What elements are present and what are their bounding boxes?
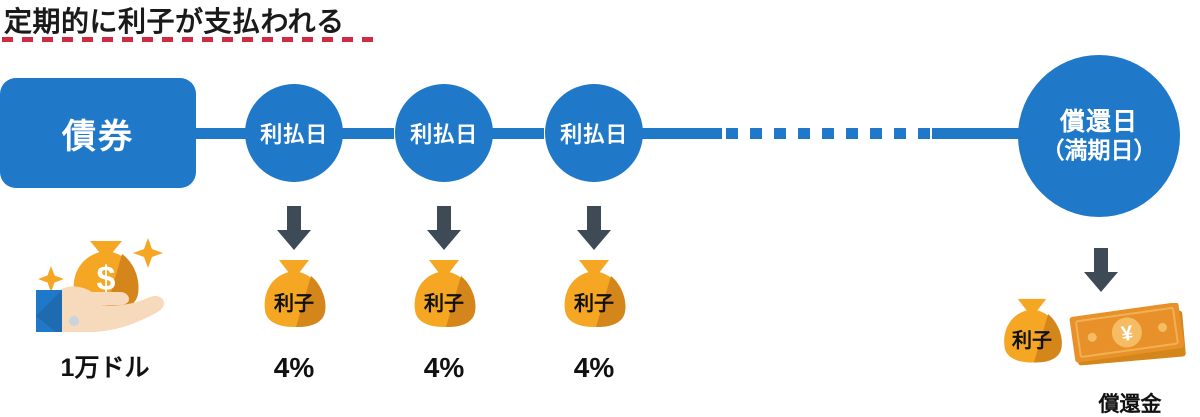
svg-text:$: $ xyxy=(97,260,116,298)
connector-dash-to-maturity xyxy=(932,128,1028,139)
coupon-date-label-2: 利払日 xyxy=(410,122,478,147)
down-arrow-icon-3 xyxy=(575,206,613,250)
interest-bag-label-2: 利子 xyxy=(424,293,464,315)
coupon-date-node-3: 利払日 xyxy=(545,84,643,182)
down-arrow-icon-2 xyxy=(425,206,463,250)
down-arrow-icon-1 xyxy=(275,206,313,250)
coupon-rate-2: 4% xyxy=(423,352,465,383)
down-arrow-icon-maturity xyxy=(1082,248,1120,292)
banknote-stack-icon: ¥ xyxy=(1068,302,1192,369)
bond-node: 債券 xyxy=(0,78,196,188)
title-underline-dashed xyxy=(2,37,380,42)
connector-bond-to-coupon1 xyxy=(190,128,252,139)
maturity-date-node: 償還日 （満期日） xyxy=(1018,55,1180,217)
coupon-date-node-2: 利払日 xyxy=(395,84,493,182)
connector-coupon3-to-dash xyxy=(636,128,722,139)
connector-coupon1-to-coupon2 xyxy=(336,128,394,139)
svg-text:¥: ¥ xyxy=(1120,322,1135,346)
maturity-date-label: 償還日 xyxy=(1059,107,1138,136)
interest-bag-label-maturity: 利子 xyxy=(1012,330,1052,352)
interest-bag-label-3: 利子 xyxy=(574,293,614,315)
coupon-date-node-1: 利払日 xyxy=(245,84,343,182)
page-title: 定期的に利子が支払われる xyxy=(4,6,345,37)
interest-bag-icon-1 xyxy=(255,258,333,336)
maturity-date-sublabel: （満期日） xyxy=(1041,137,1157,164)
hand-holding-money-bag-icon: $ xyxy=(30,228,180,338)
coupon-date-label-1: 利払日 xyxy=(260,122,328,147)
coupon-rate-3: 4% xyxy=(573,352,615,383)
interest-bag-label-1: 利子 xyxy=(274,293,314,315)
interest-bag-icon-maturity xyxy=(995,297,1069,371)
coupon-date-label-3: 利払日 xyxy=(560,122,628,147)
coupon-rate-1: 4% xyxy=(273,352,315,383)
interest-bag-icon-2 xyxy=(405,258,483,336)
connector-dashed-segment xyxy=(726,128,932,139)
bond-node-label: 債券 xyxy=(62,117,134,156)
principal-caption: 1万ドル xyxy=(60,354,150,382)
connector-coupon2-to-coupon3 xyxy=(486,128,544,139)
redemption-caption: 償還金 xyxy=(1098,393,1162,416)
interest-bag-icon-3 xyxy=(555,258,633,336)
